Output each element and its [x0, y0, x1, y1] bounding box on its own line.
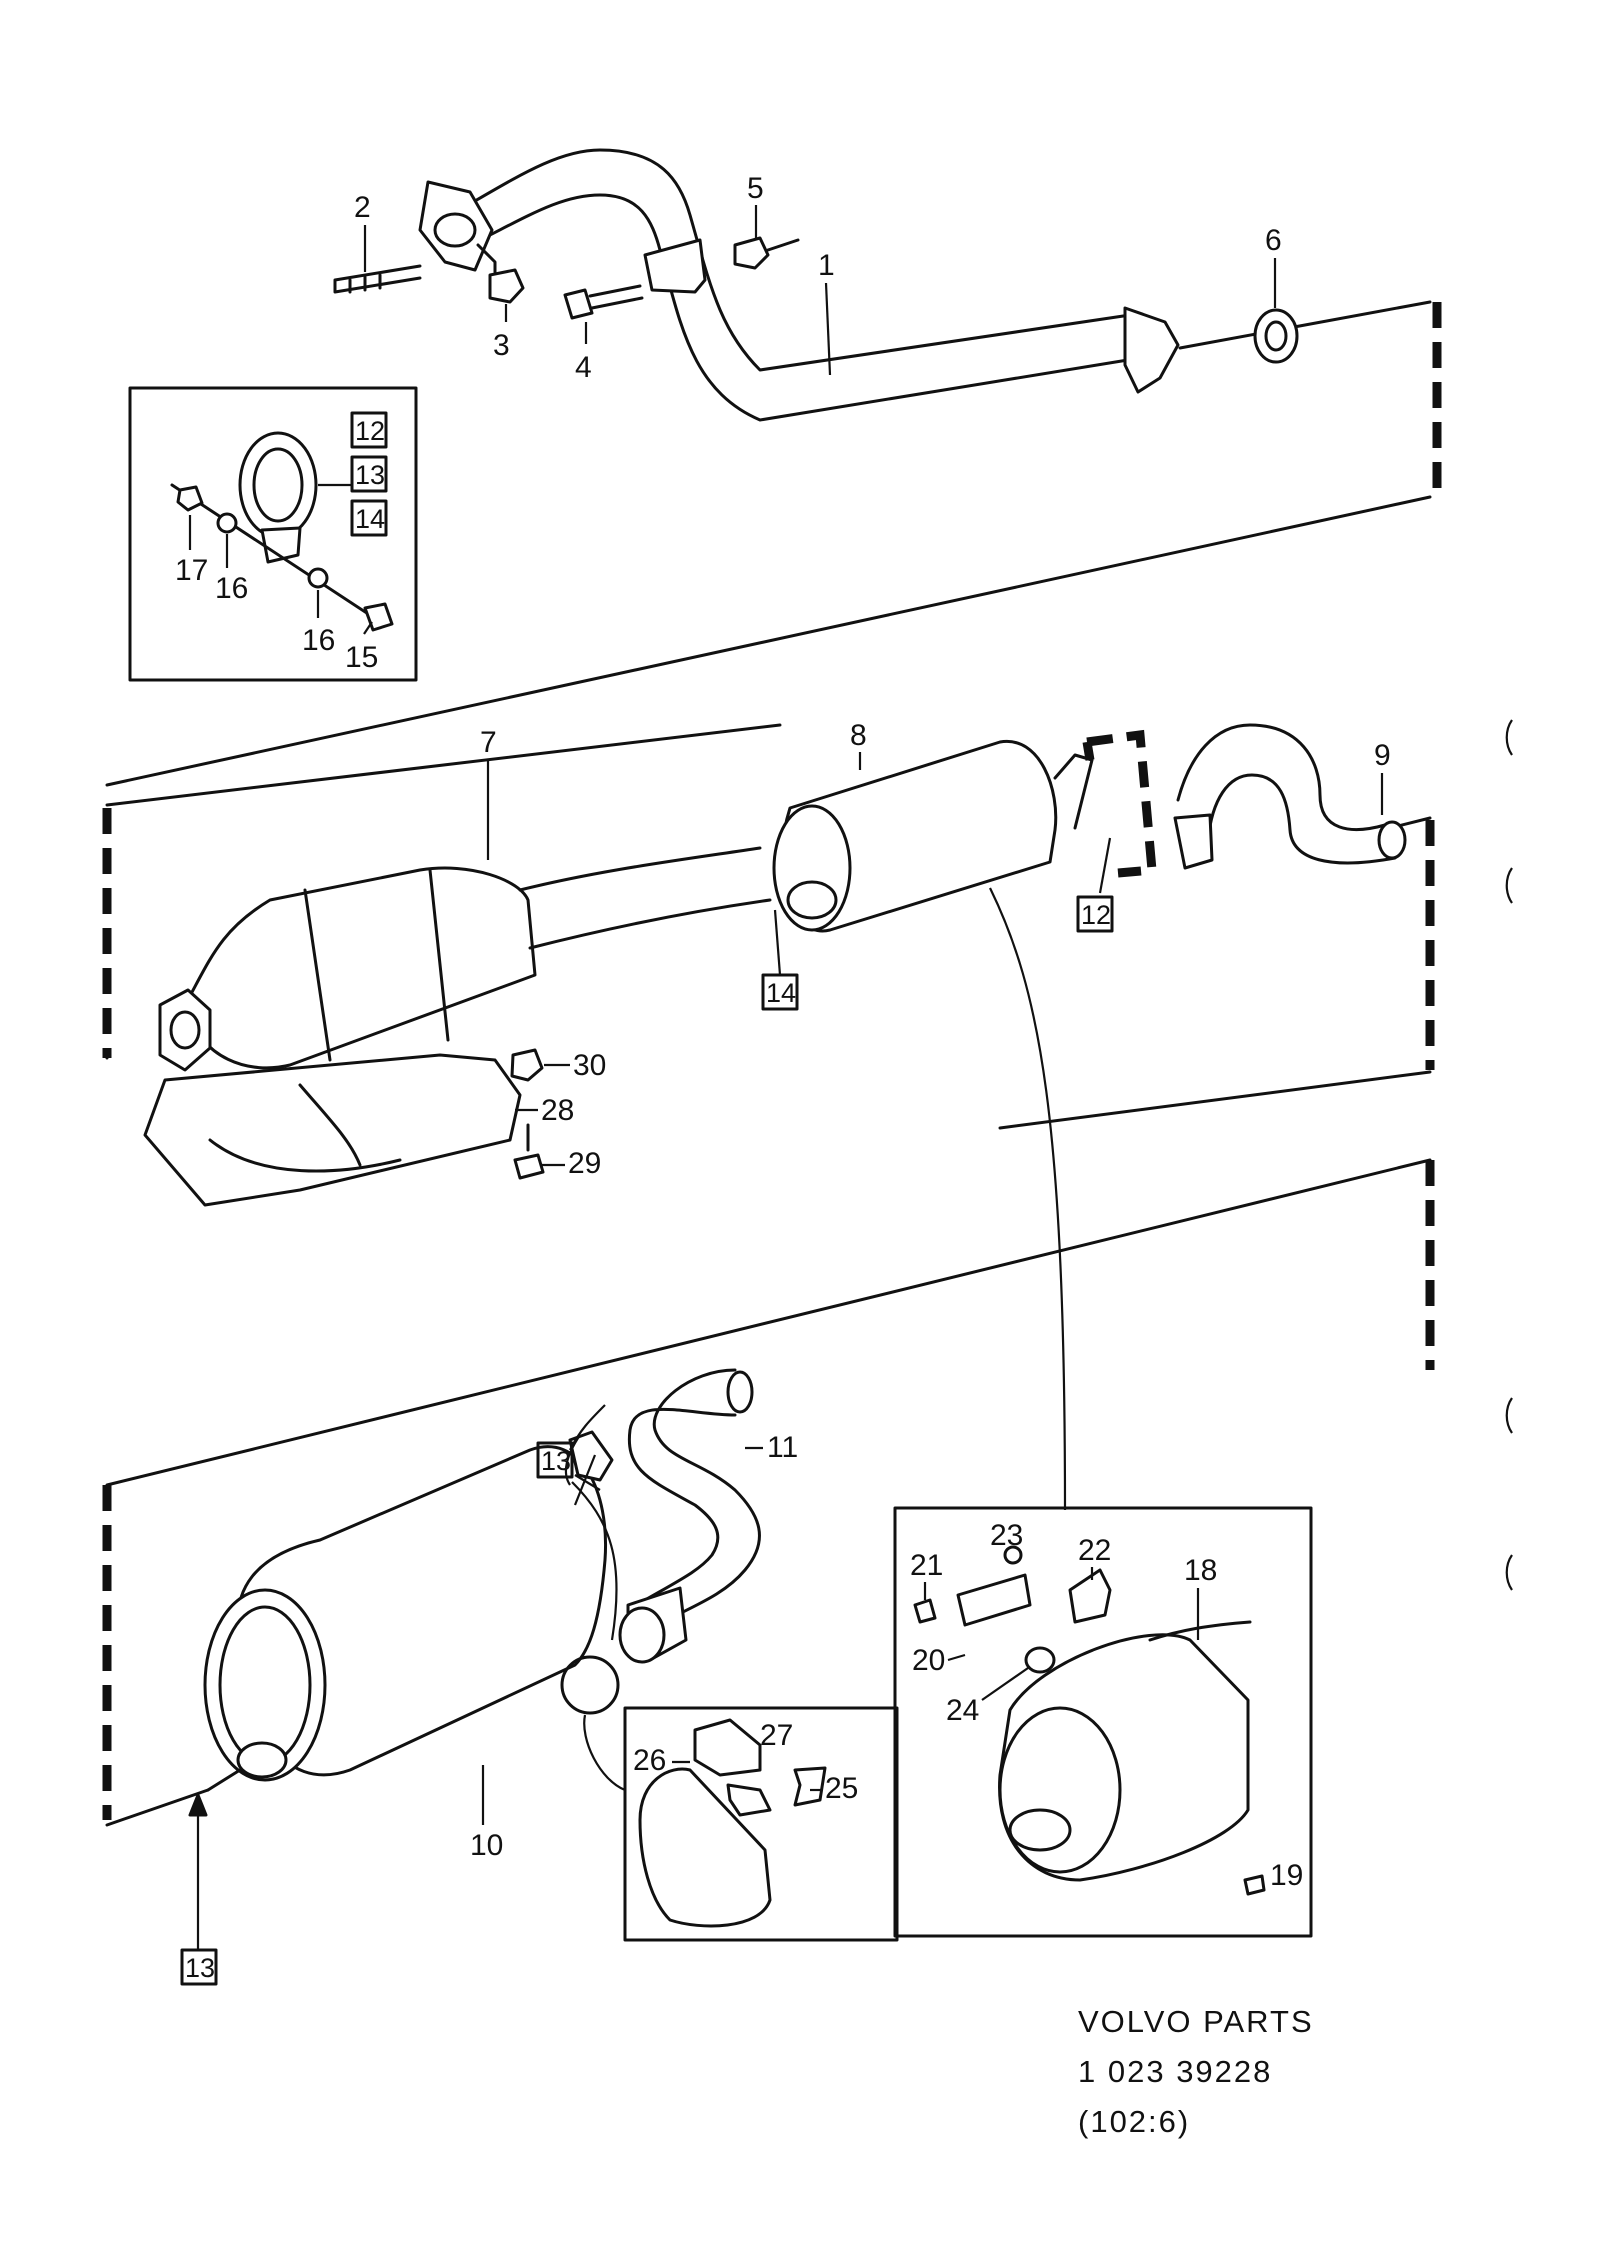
part-label-8: 8 [850, 719, 867, 752]
front-pipe [466, 148, 1142, 422]
plane-bot-top-edge [105, 1158, 1432, 1487]
part-label-7: 7 [480, 726, 497, 759]
nut [510, 1048, 544, 1082]
washer [216, 512, 238, 534]
catalytic-and-muffler-group [102, 723, 1435, 1511]
bolt-21 [913, 1598, 937, 1624]
rear-flange [1123, 306, 1180, 394]
leader-to-hanger-inset [989, 887, 1067, 1511]
detail-circle [560, 1655, 620, 1715]
part-label-27: 25 [825, 1772, 858, 1805]
part-label-24: 24 [946, 1694, 979, 1727]
caption-line-3: (102:6) [1078, 2104, 1190, 2139]
tail-pipe [1176, 723, 1397, 865]
boxed-ref-14b: 14 [766, 978, 796, 1008]
part-label-18: 18 [1184, 1554, 1217, 1587]
part-label-22: 22 [1078, 1534, 1111, 1567]
part-label-4: 4 [575, 351, 592, 384]
part-label-10: 10 [470, 1829, 503, 1862]
part-label-11: 11 [767, 1431, 798, 1464]
plane-mid-bottom-edge [105, 1056, 1432, 1130]
plane-top-bottom-edge [105, 495, 1432, 787]
rear-muffler-group [102, 1158, 1435, 1950]
clamp-tab [260, 526, 302, 564]
catalytic-converter [183, 866, 537, 1070]
part-label-26: 26 [633, 1744, 666, 1777]
stud [333, 264, 422, 294]
part-label-20: 20 [912, 1644, 945, 1677]
heat-shield [143, 1053, 522, 1207]
margin-marks [1505, 719, 1513, 1591]
boxed-references: 12 13 14 14 12 13 13 [180, 411, 1114, 1986]
connector-pipe [627, 1368, 761, 1637]
front-flange-hole [433, 212, 477, 248]
part-label-30: 30 [573, 1049, 606, 1082]
nut-23 [1003, 1545, 1023, 1565]
small-inset-frame [623, 1706, 899, 1942]
rubber-24 [1024, 1646, 1056, 1674]
converter-flange [158, 988, 212, 1072]
intermediate-pipe [518, 846, 772, 950]
inset-muffler-end [638, 1767, 772, 1928]
nut [488, 268, 525, 304]
caption-line-2: 1 023 39228 [1078, 2054, 1272, 2089]
part-label-17: 17 [175, 554, 208, 587]
part-label-29: 29 [568, 1147, 601, 1180]
bolt [513, 1153, 545, 1180]
clamp-inset [128, 386, 418, 682]
part-label-6: 6 [1265, 224, 1282, 257]
part-label-9: 9 [1374, 739, 1391, 772]
part-label-5: 5 [747, 172, 764, 205]
hanger-bracket-22 [1068, 1568, 1112, 1624]
part-label-1: 1 [818, 249, 835, 282]
hanger-inset-frame [893, 1506, 1313, 1938]
plane-top-edge [1178, 300, 1432, 350]
inset-clip [726, 1783, 772, 1817]
part-label-23: 23 [990, 1519, 1023, 1552]
boxed-ref-14: 14 [355, 504, 385, 534]
boxed-ref-12b: 12 [1081, 900, 1111, 930]
pipe-clamp [643, 238, 707, 294]
part-label-25: 27 [760, 1719, 793, 1752]
inset-bracket [693, 1718, 762, 1777]
bolt-head [563, 288, 594, 320]
part-label-19: 19 [1270, 1859, 1303, 1892]
front-pipe-group [105, 148, 1442, 787]
boxed-ref-13c: 13 [185, 1953, 215, 1983]
boxed-ref-13b: 13 [541, 1446, 571, 1476]
caption-line-1: VOLVO PARTS [1078, 2004, 1314, 2039]
bolt-shank [588, 284, 644, 310]
caption-block: VOLVO PARTS 1 023 39228 (102:6) [1078, 2004, 1314, 2139]
part-label-3: 3 [493, 329, 510, 362]
plane-mid-top-edge [105, 723, 782, 807]
boxed-ref-13: 13 [355, 460, 385, 490]
inset-clip-2 [793, 1766, 827, 1807]
hanger-bracket-20 [956, 1573, 1032, 1627]
nut [176, 485, 204, 512]
part-label-16b: 16 [302, 624, 335, 657]
part-label-21: 21 [910, 1549, 943, 1582]
nut [733, 236, 770, 270]
tail-pipe-clamp [1173, 813, 1214, 870]
washer [307, 567, 329, 589]
part-label-16a: 16 [215, 572, 248, 605]
clamp-bracket-dash [1082, 729, 1157, 878]
part-label-28: 28 [541, 1094, 574, 1127]
bolt-19 [1243, 1874, 1266, 1896]
part-labels: 2 3 4 5 6 1 17 16 16 15 7 8 9 30 28 29 1… [175, 172, 1391, 1892]
plane-bot-bottom-edge [105, 1788, 210, 1827]
seal-ring [1253, 308, 1299, 364]
part-label-15: 15 [345, 641, 378, 674]
part-label-2: 2 [354, 191, 371, 224]
inset-frame [128, 386, 418, 682]
boxed-ref-12: 12 [355, 416, 385, 446]
